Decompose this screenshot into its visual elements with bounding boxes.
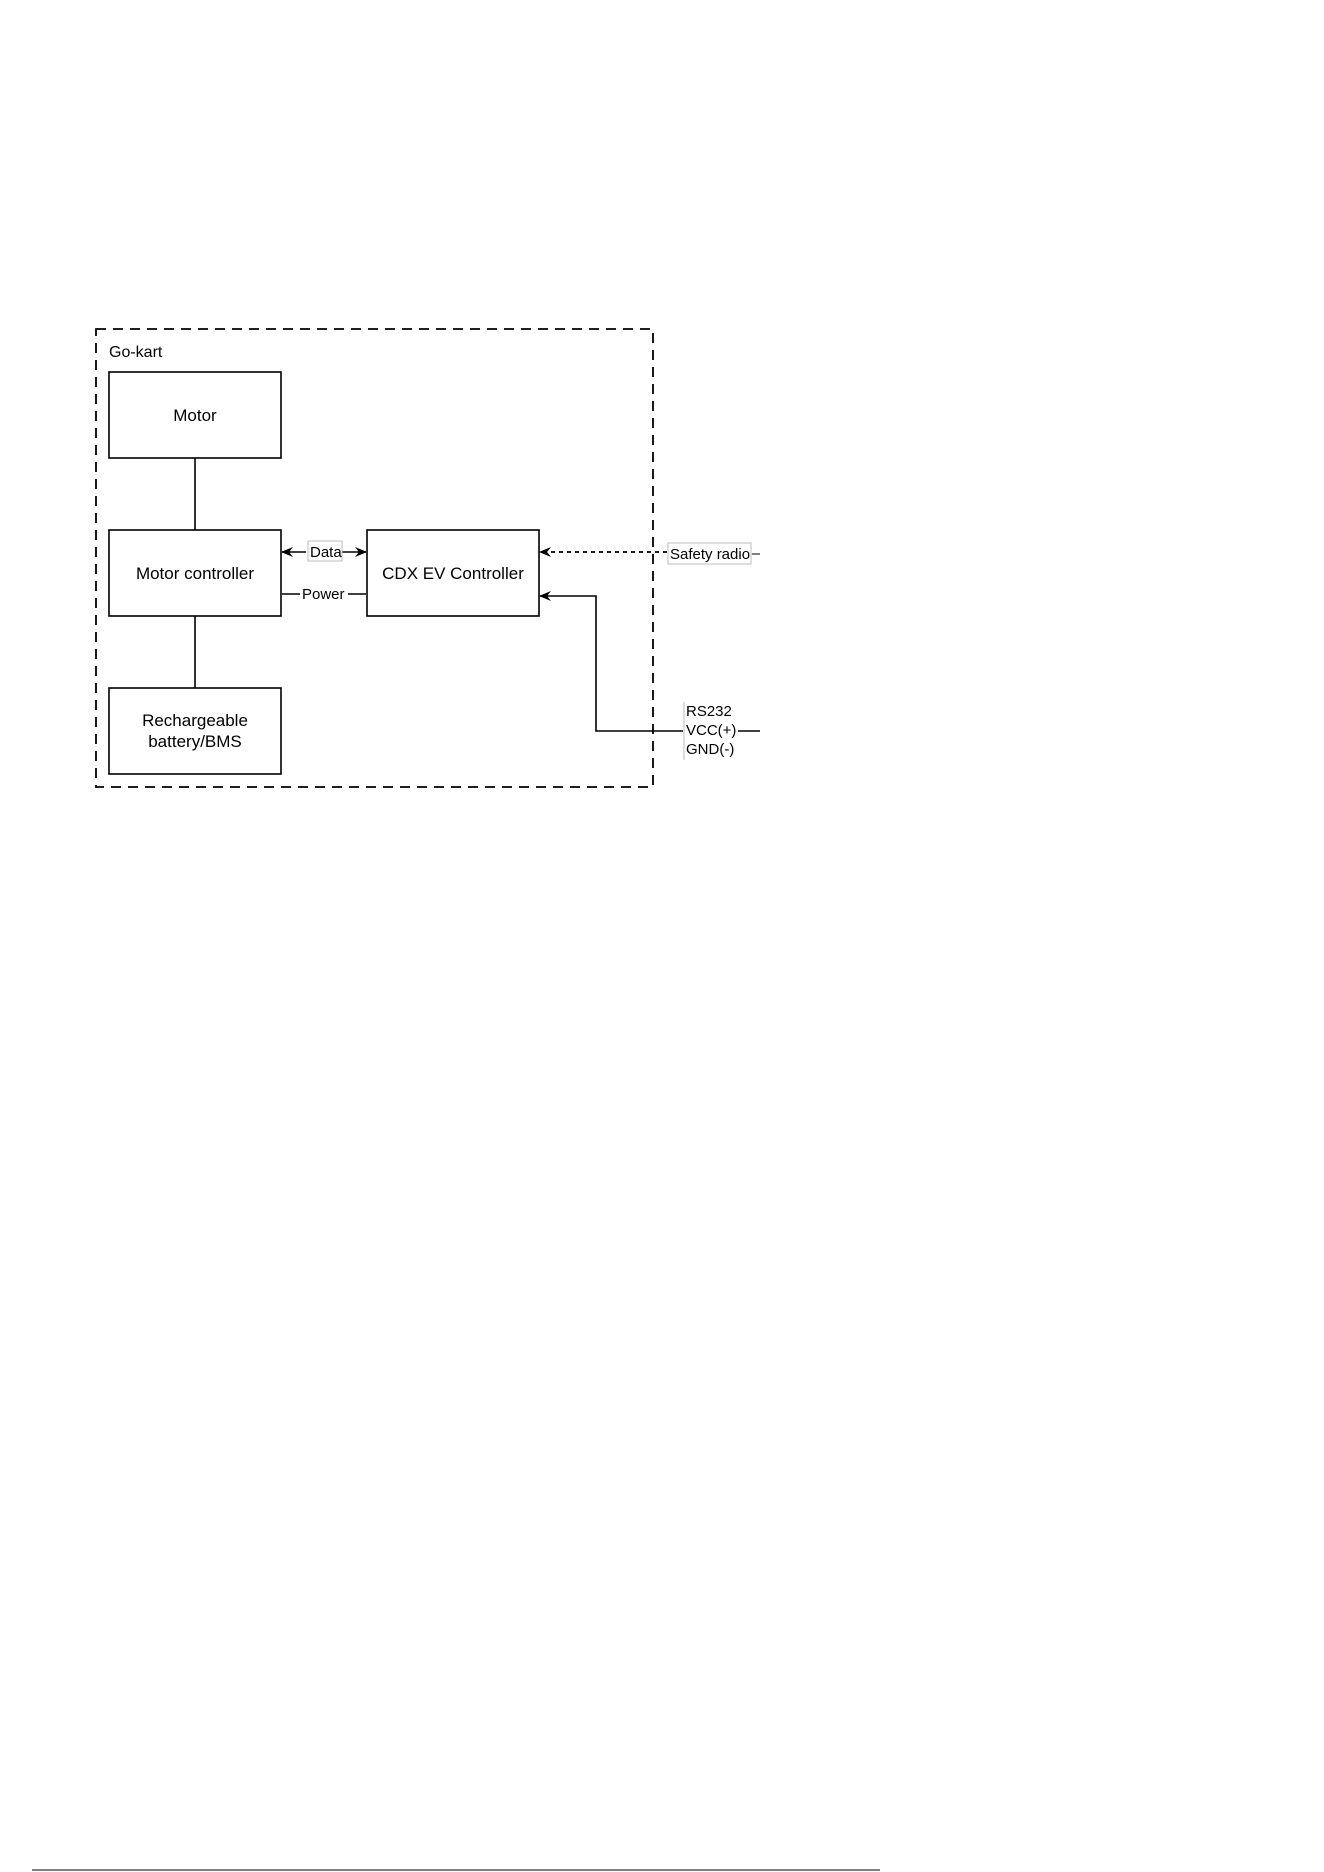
safety-radio-label: Safety radio bbox=[670, 546, 750, 563]
battery-label-line-2: battery/BMS bbox=[148, 732, 242, 751]
rs232-link bbox=[540, 596, 683, 731]
rs232-line-3: GND(-) bbox=[686, 741, 734, 758]
motor-label: Motor bbox=[173, 406, 217, 425]
go-kart-label: Go-kart bbox=[109, 344, 163, 361]
data-link-label: Data bbox=[310, 544, 342, 561]
rs232-line-2: VCC(+) bbox=[686, 722, 736, 739]
battery-bms-block bbox=[109, 688, 281, 774]
battery-label-line-1: Rechargeable bbox=[142, 711, 248, 730]
rs232-line-1: RS232 bbox=[686, 703, 732, 720]
power-link-label: Power bbox=[302, 586, 345, 603]
motor-controller-label: Motor controller bbox=[136, 564, 254, 583]
cdx-ev-controller-label: CDX EV Controller bbox=[382, 564, 524, 583]
